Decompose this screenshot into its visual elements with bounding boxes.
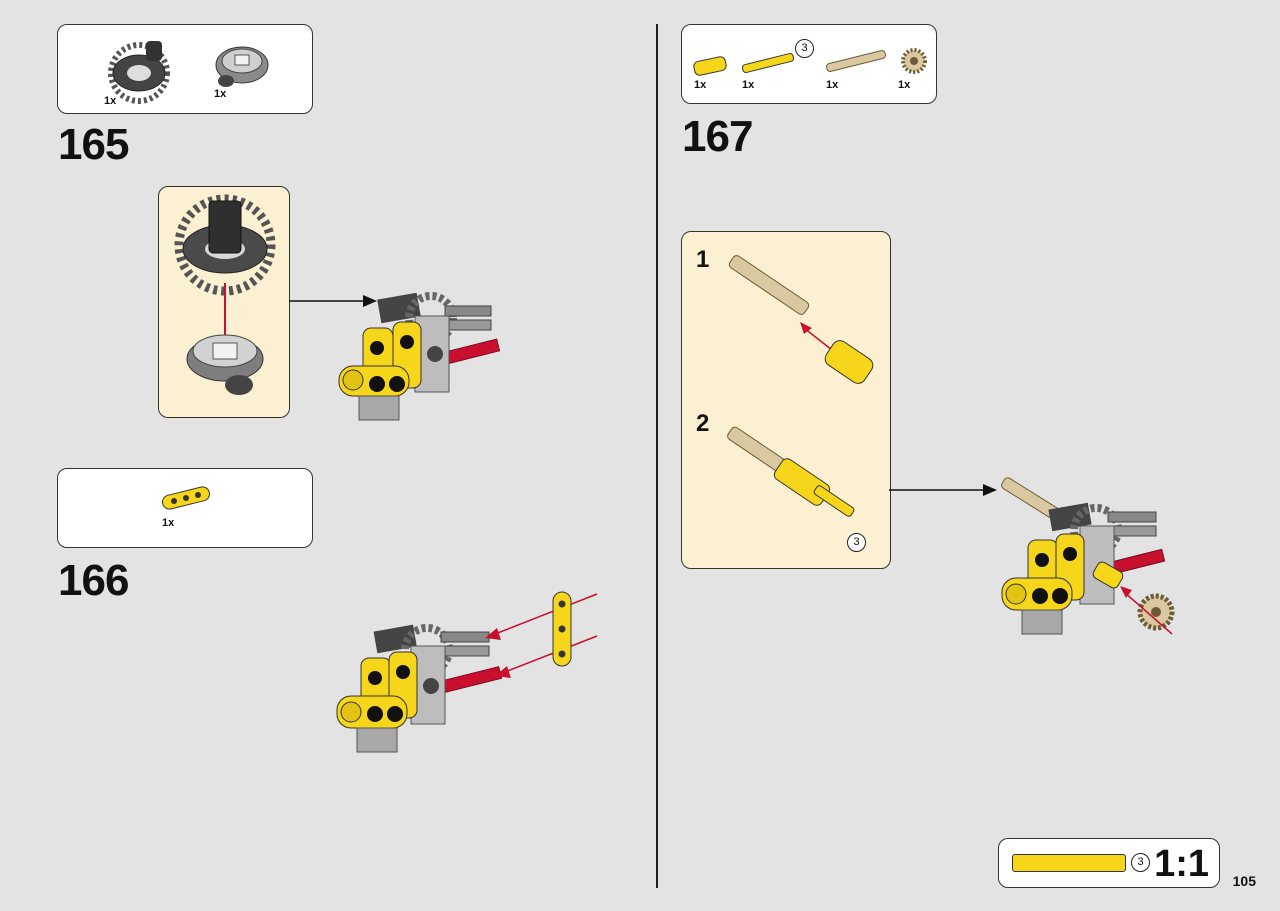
part-qty: 1x bbox=[214, 88, 227, 100]
page-number: 105 bbox=[1232, 873, 1256, 889]
length-indicator: 3 bbox=[847, 533, 866, 552]
part-qty: 1x bbox=[694, 79, 707, 91]
step-number-167: 167 bbox=[682, 112, 753, 161]
part-qty: 1x bbox=[162, 517, 175, 529]
subassembly-callout-167: 1 2 3 bbox=[681, 231, 891, 569]
gear-turntable-part-icon bbox=[108, 41, 170, 104]
step-number-166: 166 bbox=[58, 556, 129, 605]
model-assembly-167 bbox=[1001, 477, 1175, 635]
part-qty: 1x bbox=[742, 79, 755, 91]
substep-number-1: 1 bbox=[696, 246, 710, 273]
turntable-base-part-icon bbox=[215, 46, 269, 87]
assembly-arrow bbox=[889, 484, 997, 496]
length-indicator: 3 bbox=[795, 39, 814, 58]
length-indicator: 3 bbox=[1131, 853, 1150, 872]
gear-turntable-assembly-icon bbox=[174, 194, 276, 395]
step-number-165: 165 bbox=[58, 120, 129, 169]
parts-list-166: 1x bbox=[57, 468, 313, 548]
yellow-connector-part-icon bbox=[693, 56, 727, 76]
parts-list-165: 1x 1x bbox=[57, 24, 313, 114]
parts-list-167: 1x 3 1x 1x 1x bbox=[681, 24, 937, 104]
yellow-axle-part-icon bbox=[741, 52, 795, 74]
substep-2-illustration bbox=[727, 426, 855, 517]
scale-ratio: 1:1 bbox=[1154, 843, 1209, 885]
tan-gear-part-icon bbox=[901, 48, 927, 74]
part-qty: 1x bbox=[898, 79, 911, 91]
yellow-axle-scale-icon bbox=[1012, 854, 1126, 872]
subassembly-callout-165 bbox=[158, 186, 290, 418]
substep-number-2: 2 bbox=[696, 410, 710, 437]
axle-scale-box: 3 1:1 bbox=[998, 838, 1220, 888]
tan-axle-part-icon bbox=[826, 49, 886, 73]
yellow-beam-part-icon bbox=[162, 486, 210, 510]
page-divider bbox=[656, 24, 658, 888]
part-qty: 1x bbox=[104, 95, 117, 107]
substep-1-illustration bbox=[728, 255, 874, 384]
model-assembly-165 bbox=[338, 292, 501, 421]
assembly-arrow bbox=[289, 295, 377, 307]
part-qty: 1x bbox=[826, 79, 839, 91]
model-assembly-166 bbox=[336, 591, 598, 753]
